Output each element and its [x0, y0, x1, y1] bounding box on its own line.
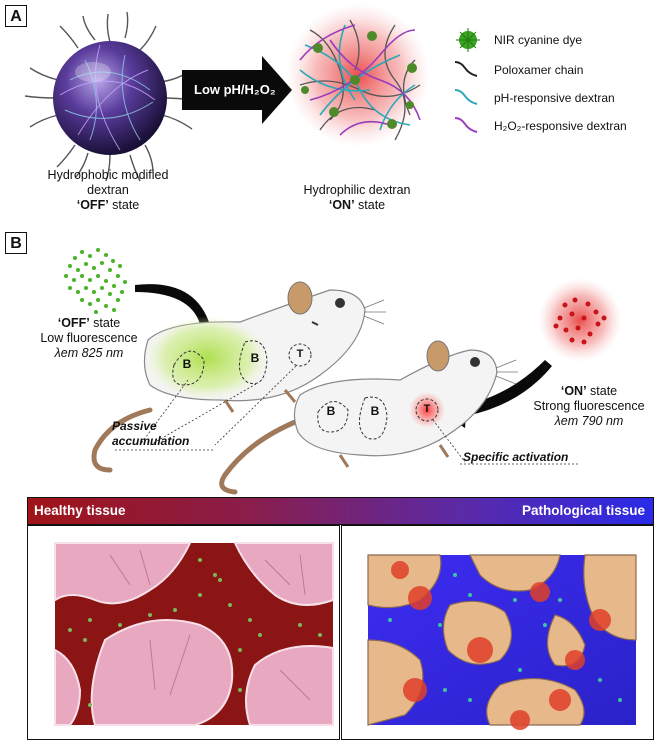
- mouse1-tag-b1: B: [182, 357, 192, 371]
- off-fluorescence-caption: ‘OFF’ state Low fluorescence λem 825 nm: [34, 316, 144, 361]
- passive-line2: accumulation: [112, 434, 190, 448]
- red-dye-cloud: [538, 278, 622, 362]
- legend-icons: [454, 28, 480, 133]
- passive-accumulation-label: Passive accumulation: [112, 419, 222, 449]
- healthy-tissue-label: Healthy tissue: [34, 503, 126, 518]
- mouse2-tag-b1: B: [326, 404, 336, 418]
- off-caption-line1: Hydrophobic modified: [47, 168, 169, 182]
- mouse-on: [219, 340, 580, 495]
- b-off-fluorescence: Low fluorescence: [40, 331, 138, 345]
- mouse-off: [91, 281, 386, 473]
- off-state-word: ‘OFF’: [76, 198, 109, 212]
- b-off-state-word: ‘OFF’: [57, 316, 90, 330]
- pathological-tissue-label: Pathological tissue: [521, 503, 645, 518]
- green-dye-cloud: [64, 248, 127, 314]
- off-caption-line2: dextran: [87, 183, 129, 197]
- b-on-state: ‘ON’ state: [524, 384, 654, 399]
- passive-line1: Passive: [112, 419, 157, 433]
- mouse1-tag-t: T: [296, 348, 304, 360]
- off-state-label: ‘OFF’ state: [28, 198, 188, 213]
- healthy-tissue-frame: [27, 525, 340, 740]
- pathological-tissue-frame: [341, 525, 654, 740]
- pathological-tissue-illustration: [367, 554, 637, 730]
- panel-a-label: A: [5, 5, 27, 27]
- on-state-word: ‘ON’: [328, 198, 355, 212]
- arrow-condition-label: Low pH/H₂O₂: [194, 82, 276, 97]
- mouse1-tag-b2: B: [250, 351, 260, 365]
- transition-arrow: [182, 56, 292, 124]
- on-fluorescence-caption: ‘ON’ state Strong fluorescence λem 790 n…: [524, 384, 654, 429]
- legend-ph-dextran: pH-responsive dextran: [494, 91, 615, 105]
- b-on-wavelength: λem 790 nm: [554, 414, 624, 428]
- on-state-suffix: state: [354, 198, 386, 212]
- b-on-state-word: ‘ON’: [560, 384, 587, 398]
- on-caption: Hydrophilic dextran ‘ON’ state: [282, 183, 432, 213]
- off-caption: Hydrophobic modified dextran ‘OFF’ state: [28, 168, 188, 213]
- b-off-state-suffix: state: [89, 316, 121, 330]
- b-off-wavelength: λem 825 nm: [54, 346, 124, 360]
- panel-b-label: B: [5, 232, 27, 254]
- legend-h2o2-dextran: H₂O₂-responsive dextran: [494, 119, 627, 133]
- legend-dye: NIR cyanine dye: [494, 33, 583, 47]
- off-state-suffix: state: [108, 198, 140, 212]
- b-on-state-suffix: state: [586, 384, 618, 398]
- b-on-fluorescence: Strong fluorescence: [533, 399, 645, 413]
- mouse2-tag-t: T: [423, 403, 431, 415]
- tissue-gradient-bar: Healthy tissue Pathological tissue: [27, 497, 654, 525]
- on-state-label: ‘ON’ state: [282, 198, 432, 213]
- on-network: [286, 3, 430, 147]
- off-nanoparticle: [24, 11, 193, 182]
- mouse2-tag-b2: B: [370, 404, 380, 418]
- on-caption-line1: Hydrophilic dextran: [303, 183, 411, 197]
- healthy-tissue-illustration: [54, 542, 334, 726]
- b-off-state: ‘OFF’ state: [34, 316, 144, 331]
- legend-poloxamer: Poloxamer chain: [494, 63, 584, 77]
- specific-activation-label: Specific activation: [463, 450, 569, 464]
